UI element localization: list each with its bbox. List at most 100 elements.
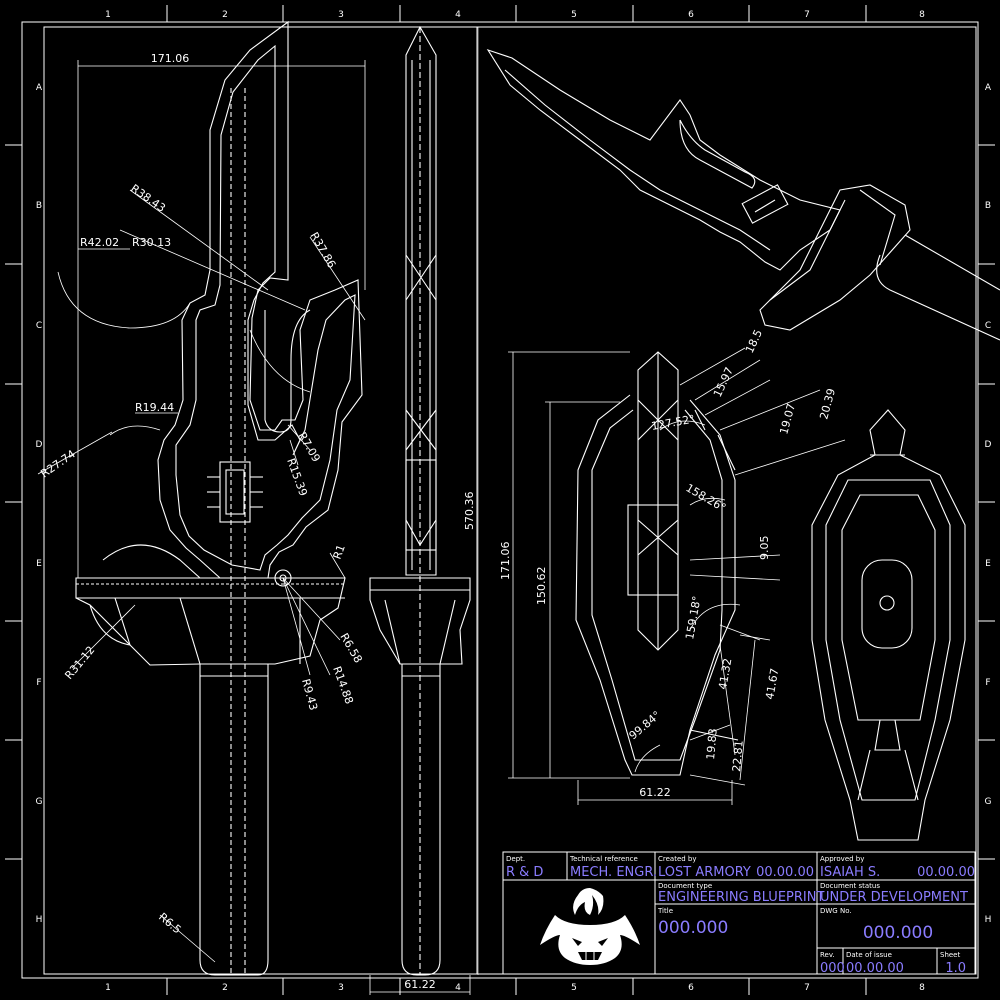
grid-row-a-right: A [985,83,992,93]
grid-col-2: 2 [222,10,228,20]
dim-171-06-top: 171.06 [151,52,190,65]
grid-col-8: 8 [919,10,925,20]
grid-row-e: E [36,559,42,569]
dim-r30-13: R30.13 [132,236,171,249]
grid-row-b-right: B [985,201,991,211]
grid-row-f: F [36,678,41,688]
dim-15-97: 15.97 [711,365,736,399]
sword-isometric-view [486,48,1000,341]
dim-r7-09: R7.09 [295,430,322,464]
dim-570-36: 570.36 [463,492,476,531]
grid-row-c: C [36,321,42,331]
dim-9-05: 9.05 [758,536,771,561]
rev-value: 000 [820,961,845,976]
dim-r1: R1 [331,543,348,561]
dim-158-26: 158.26° [684,481,729,514]
dim-150-62: 150.62 [535,567,548,606]
grid-col-6-bottom: 6 [688,983,694,993]
dim-r37-86: R37.86 [307,230,338,270]
grid-labels: 1 2 3 4 5 6 7 8 1 2 3 4 5 6 7 8 A B C D … [36,10,992,993]
dim-r31-12: R31.12 [62,644,97,682]
created-by-value: LOST ARMORY [658,865,751,880]
grid-row-h-right: H [985,915,992,925]
grid-col-8-bottom: 8 [919,983,925,993]
title-block: Dept. R & D Technical reference MECH. EN… [502,851,976,976]
grid-row-c-right: C [985,321,991,331]
drawing-frame [21,21,979,979]
dwg-no-value: 000.000 [863,923,933,943]
approved-date: 00.00.00 [917,865,975,880]
grid-col-5: 5 [571,10,577,20]
dim-61-22-side: 61.22 [404,978,436,991]
grid-row-f-right: F [985,678,990,688]
dim-61-22-guard: 61.22 [639,786,671,799]
dwg-no-label: DWG No. [820,907,852,915]
approved-by-label: Approved by [820,855,864,863]
dim-171-06-left: 171.06 [499,542,512,581]
created-by-label: Created by [658,855,697,863]
title-value: 000.000 [658,918,728,938]
dim-19-83: 19.83 [704,728,720,761]
dim-r15-39: R15.39 [284,457,310,498]
grid-col-1: 1 [105,10,111,20]
doc-type-label: Document type [658,882,712,890]
grid-row-g: G [36,797,43,807]
guard-detail-view [575,351,739,776]
grid-row-b: B [36,201,42,211]
grid-col-4: 4 [455,10,461,20]
rev-label: Rev. [820,951,835,959]
front-dimension-lines [37,60,366,963]
grid-col-3-bottom: 3 [338,983,344,993]
dim-99-84: 99.84° [627,709,664,743]
armory-logo [540,888,640,965]
dim-r6-5: R6.5 [156,910,184,936]
dept-label: Dept. [506,855,525,863]
grid-row-g-right: G [985,797,992,807]
sheet-value: 1.0 [945,961,966,976]
grid-row-e-right: E [985,559,991,569]
grid-row-a: A [36,83,43,93]
dim-127-52: 127.52° [650,413,696,433]
doc-status-value: UNDER DEVELOPMENT [820,890,968,905]
grid-col-7: 7 [804,10,810,20]
grid-col-1-bottom: 1 [105,983,111,993]
grid-col-2-bottom: 2 [222,983,228,993]
approved-by-value: ISAIAH S. [820,865,880,880]
sheet-label: Sheet [940,951,960,959]
created-date: 00.00.00 [756,865,814,880]
grid-col-4-bottom: 4 [455,983,461,993]
grid-col-5-bottom: 5 [571,983,577,993]
dept-value: R & D [506,865,543,880]
sword-side-view [369,25,479,995]
dim-20-39: 20.39 [817,387,838,421]
sword-front-view [57,20,363,976]
dim-41-32: 41.32 [716,657,734,690]
dim-19-07: 19.07 [777,402,798,436]
dim-r38-43: R38.43 [128,182,168,215]
dim-r6-58: R6.58 [337,631,364,665]
doc-type-value: ENGINEERING BLUEPRINT [658,890,824,905]
grid-ticks [5,5,995,995]
doc-status-label: Document status [820,882,880,890]
dim-18-5: 18.5 [743,328,765,356]
tech-ref-label: Technical reference [569,855,638,863]
pommel-view [811,409,966,841]
grid-row-d: D [36,440,43,450]
dim-159-18: 159.18° [683,595,703,641]
side-dimension-texts: 570.36 61.22 [404,492,476,992]
grid-col-3: 3 [338,10,344,20]
title-label: Title [657,907,673,915]
grid-row-d-right: D [985,440,992,450]
dim-r14-88: R14.88 [330,665,356,706]
date-issue-value: 00.00.00 [846,961,904,976]
tech-ref-value: MECH. ENGR. [570,865,657,880]
guard-dimension-lines [508,347,846,805]
dim-r19-44: R19.44 [135,401,174,414]
dim-22-81: 22.81 [730,740,746,773]
dim-41-67: 41.67 [763,667,781,700]
dim-r42-02: R42.02 [80,236,119,249]
date-issue-label: Date of issue [846,951,892,959]
front-dimension-texts: 171.06 R38.43 R42.02 R30.13 R37.86 R19.4… [38,52,364,936]
grid-col-6: 6 [688,10,694,20]
